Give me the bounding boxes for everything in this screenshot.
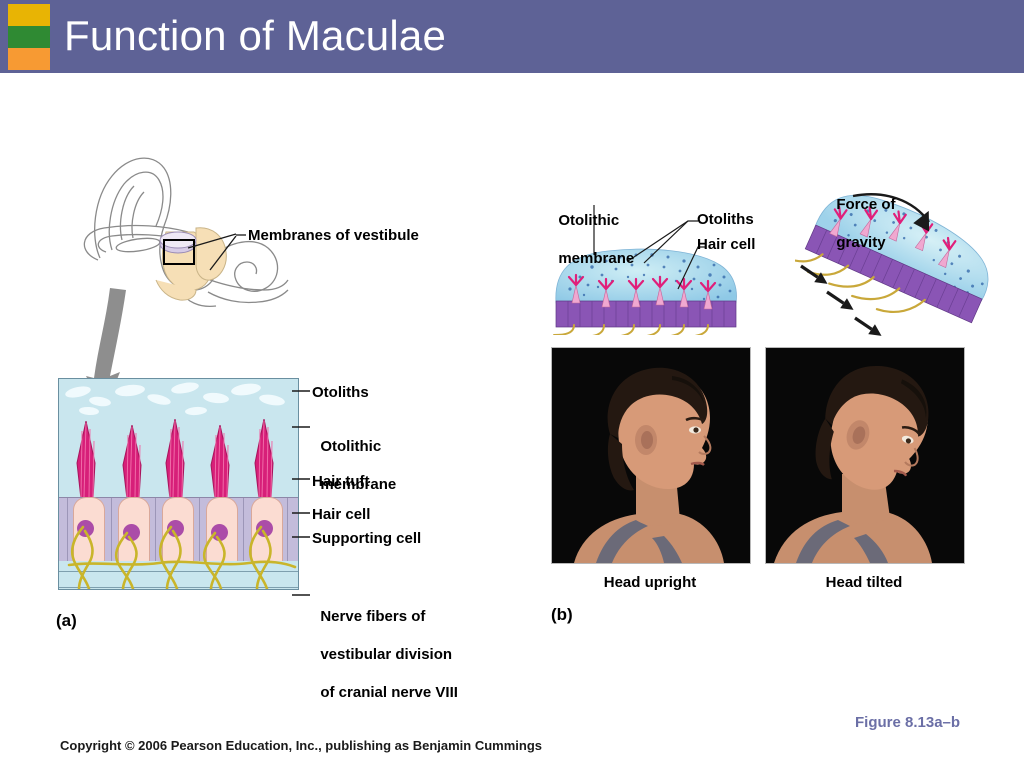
hair-tuft (116, 424, 150, 506)
hair-cell-nucleus (211, 524, 228, 541)
hair-cell-nucleus (77, 520, 94, 537)
label-hair-cell-a: Hair cell (312, 506, 371, 523)
label-supporting-cell: Supporting cell (312, 530, 422, 547)
figure-number: Figure 8.13a–b (855, 714, 961, 731)
panel-tag-b: (b) (551, 605, 573, 624)
label-otolithic-membrane-b: Otolithic membrane (550, 192, 634, 268)
slide-header: Function of Maculae (0, 0, 1024, 73)
label-line-1: Otolithic (320, 438, 382, 455)
label-otoliths-b: Otoliths (697, 211, 754, 228)
swatch-orange (8, 48, 50, 70)
hair-tuft (71, 420, 105, 506)
label-line-2: vestibular division (320, 646, 453, 663)
label-hair-cell-b: Hair cell (697, 236, 756, 253)
label-otolithic-membrane-a: Otolithic membrane (312, 418, 396, 494)
page-title: Function of Maculae (64, 12, 447, 59)
hair-cell-nucleus (167, 520, 184, 537)
otolithic-membrane-upright-diagram (548, 185, 758, 338)
caption-head-tilted: Head tilted (825, 574, 903, 591)
macula-detail-diagram (58, 378, 299, 590)
label-membranes-of-vestibule: Membranes of vestibule (248, 227, 419, 244)
copyright-notice: Copyright © 2006 Pearson Education, Inc.… (60, 738, 542, 753)
label-line-3: of cranial nerve VIII (320, 684, 458, 701)
hair-cell-nucleus (123, 524, 140, 541)
label-line-2: membrane (320, 476, 397, 493)
hair-cell-nucleus (256, 520, 273, 537)
label-nerve-fibers: Nerve fibers of vestibular division of c… (312, 588, 458, 702)
hair-tuft (204, 424, 238, 506)
hair-tuft (160, 418, 194, 506)
caption-head-upright: Head upright (603, 574, 697, 591)
photo-head-tilted (765, 347, 965, 564)
label-otoliths-a: Otoliths (312, 384, 369, 401)
panel-tag-a: (a) (56, 611, 77, 630)
label-line-1: Nerve fibers of (320, 608, 426, 625)
label-line-1: Otolithic (558, 212, 620, 229)
force-of-gravity-diagram (788, 170, 1010, 340)
label-line-2: membrane (558, 250, 635, 267)
nerve-fibers (67, 525, 297, 589)
photo-head-upright (551, 347, 751, 564)
swatch-green (8, 26, 50, 48)
inner-ear-diagram (60, 140, 360, 350)
hair-tuft (249, 418, 283, 506)
label-line-2: gravity (836, 234, 886, 251)
leader-lines-panel-a (292, 390, 310, 596)
label-line-1: Force of (836, 196, 896, 213)
header-color-swatches (8, 4, 50, 70)
label-force-of-gravity: Force of gravity (828, 176, 896, 252)
swatch-yellow (8, 4, 50, 26)
label-hair-tuft: Hair tuft (312, 473, 370, 490)
